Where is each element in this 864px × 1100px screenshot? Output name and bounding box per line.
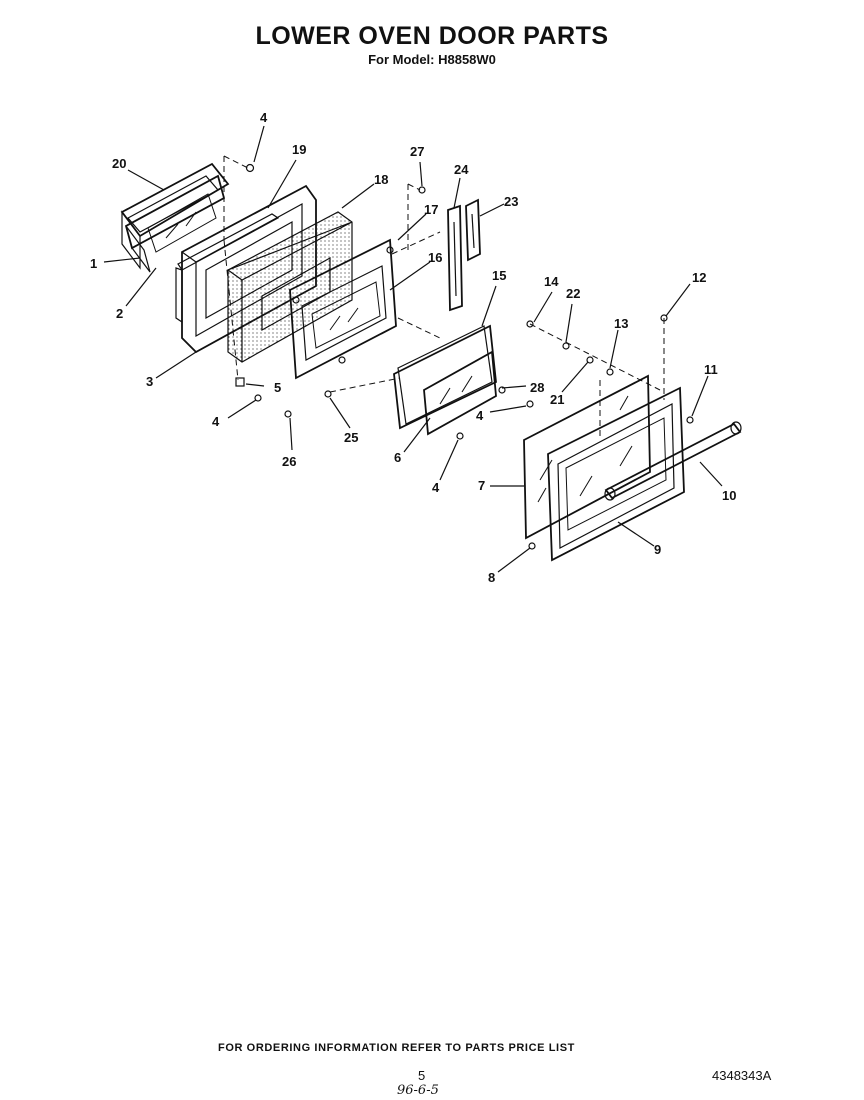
callout-4-bottom: 4	[432, 480, 440, 495]
callout-4-left: 4	[212, 414, 220, 429]
callout-10: 10	[722, 488, 736, 503]
callout-9: 9	[654, 542, 661, 557]
model-subtitle: For Model: H8858W0	[368, 52, 496, 67]
callout-4-right: 4	[476, 408, 484, 423]
callout-2: 2	[116, 306, 123, 321]
ordering-note: FOR ORDERING INFORMATION REFER TO PARTS …	[218, 1042, 575, 1054]
callout-7: 7	[478, 478, 485, 493]
callout-4-top: 4	[260, 110, 268, 125]
part-16-window-frame	[289, 238, 397, 380]
callout-15: 15	[492, 268, 506, 283]
callout-22: 22	[566, 286, 580, 301]
callout-23: 23	[504, 194, 518, 209]
part-7-outer-glass	[523, 374, 651, 540]
callout-14: 14	[544, 274, 559, 289]
callout-17: 17	[424, 202, 438, 217]
callout-labels: 20 1 2 3 4 5 4 19 18 27 17 16 24 23 15 2…	[90, 110, 736, 585]
part-19-gasket	[175, 213, 280, 324]
part-23-trim-piece	[465, 198, 481, 262]
callout-26: 26	[282, 454, 296, 469]
callout-28: 28	[530, 380, 544, 395]
handwritten-note: 96-6-5	[397, 1083, 439, 1098]
callout-19: 19	[292, 142, 306, 157]
hardware-screws	[235, 163, 694, 550]
part-10-handle	[604, 421, 742, 501]
part-20-outer-panel	[120, 162, 230, 270]
assembly-dash-lines	[223, 155, 665, 440]
callout-20: 20	[112, 156, 126, 171]
part-6-inner-glass	[423, 350, 497, 436]
part-15-glass-retainer	[393, 324, 497, 430]
callout-1: 1	[90, 256, 97, 271]
page-title: LOWER OVEN DOOR PARTS	[255, 22, 609, 50]
callout-27: 27	[410, 144, 424, 159]
callout-11: 11	[704, 362, 718, 377]
part-9-outer-door	[547, 386, 685, 562]
callout-21: 21	[550, 392, 564, 407]
callout-18: 18	[374, 172, 388, 187]
callout-3: 3	[146, 374, 153, 389]
page-number: 5	[418, 1068, 426, 1083]
document-number: 4348343A	[712, 1068, 772, 1083]
callout-6: 6	[394, 450, 401, 465]
callout-leader-lines	[103, 125, 723, 573]
part-1-liner-frame	[124, 174, 226, 273]
callout-5: 5	[274, 380, 281, 395]
callout-16: 16	[428, 250, 442, 265]
callout-8: 8	[488, 570, 495, 585]
callout-13: 13	[614, 316, 628, 331]
callout-25: 25	[344, 430, 358, 445]
callout-12: 12	[692, 270, 706, 285]
part-24-side-trim	[447, 204, 463, 312]
callout-24: 24	[454, 162, 469, 177]
